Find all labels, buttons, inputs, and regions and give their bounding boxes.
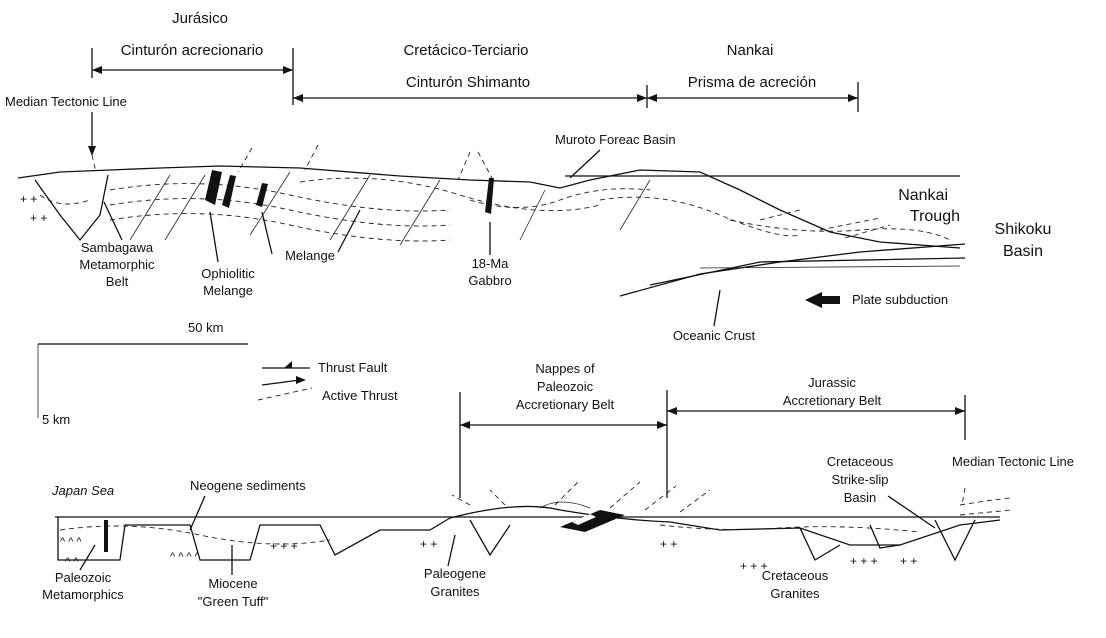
- svg-text:^ ^ ^ ^: ^ ^ ^ ^: [170, 551, 201, 563]
- label-melange: Melange: [285, 248, 335, 263]
- svg-text:^ ^: ^ ^: [65, 556, 79, 568]
- label-cretaceous-basin-3: Basin: [844, 490, 877, 505]
- label-paleogene-1: Paleogene: [424, 566, 486, 581]
- svg-text:+ +: + +: [420, 537, 437, 551]
- label-sambagawa-2: Metamorphic: [79, 257, 155, 272]
- header-cinturon-acrecionario: Cinturón acrecionario: [121, 42, 264, 59]
- label-active-thrust: Active Thrust: [322, 388, 398, 403]
- label-miocene-2: "Green Tuff": [198, 594, 269, 609]
- label-ophiolitic-1: Ophiolitic: [201, 266, 255, 281]
- label-muroto-forearc: Muroto Foreac Basin: [555, 132, 676, 147]
- label-jurassic-1: Jurassic: [808, 375, 856, 390]
- scale-bar: [38, 344, 248, 418]
- label-nankai-trough-2: Trough: [910, 208, 960, 225]
- label-nappes-1: Nappes of: [535, 361, 595, 376]
- svg-text:+ +: + +: [30, 211, 47, 225]
- label-japan-sea: Japan Sea: [51, 483, 114, 498]
- label-nappes-3: Accretionary Belt: [516, 397, 615, 412]
- label-cretaceous-basin-2: Strike-slip: [831, 472, 888, 487]
- header-nankai: Nankai: [727, 42, 774, 59]
- label-neogene-sediments: Neogene sediments: [190, 478, 306, 493]
- label-shikoku-2: Basin: [1003, 243, 1043, 260]
- label-median-tectonic-line-upper: Median Tectonic Line: [5, 94, 127, 109]
- label-miocene-1: Miocene: [208, 576, 257, 591]
- label-sambagawa-3: Belt: [106, 274, 129, 289]
- svg-text:+ +: + +: [660, 537, 677, 551]
- label-nappes-2: Paleozoic: [537, 379, 594, 394]
- svg-text:+ + +: + + +: [850, 554, 878, 568]
- svg-text:+ + +: + + +: [270, 539, 298, 553]
- header-cinturon-shimanto: Cinturón Shimanto: [406, 74, 530, 91]
- header-jurasico: Jurásico: [172, 10, 228, 27]
- label-scale-5km: 5 km: [42, 412, 70, 427]
- label-cretaceous-granites-2: Granites: [770, 586, 820, 601]
- header-prisma: Prisma de acreción: [688, 74, 816, 91]
- label-sambagawa-1: Sambagawa: [81, 240, 154, 255]
- svg-text:+ +: + +: [20, 192, 37, 206]
- label-gabbro-1: 18-Ma: [472, 256, 510, 271]
- plate-subduction-arrow-icon: [805, 292, 840, 308]
- label-cretaceous-basin-1: Cretaceous: [827, 454, 894, 469]
- label-paleozoic-2: Metamorphics: [42, 587, 124, 602]
- label-nankai-trough-1: Nankai: [898, 187, 948, 204]
- svg-text:+ +: + +: [900, 554, 917, 568]
- label-paleozoic-1: Paleozoic: [55, 570, 112, 585]
- legend-thrust-fault-icon: [262, 361, 310, 368]
- label-jurassic-2: Accretionary Belt: [783, 393, 882, 408]
- header-cretacico-terciario: Cretácico-Terciario: [403, 42, 528, 59]
- label-paleogene-2: Granites: [430, 584, 480, 599]
- label-oceanic-crust: Oceanic Crust: [673, 328, 756, 343]
- legend-active-thrust-icon: [258, 376, 312, 400]
- label-ophiolitic-2: Melange: [203, 283, 253, 298]
- label-scale-50km: 50 km: [188, 320, 223, 335]
- label-shikoku-1: Shikoku: [995, 221, 1052, 238]
- label-cretaceous-granites-1: Cretaceous: [762, 568, 829, 583]
- label-plate-subduction: Plate subduction: [852, 292, 948, 307]
- label-median-tectonic-line-lower: Median Tectonic Line: [952, 454, 1074, 469]
- label-gabbro-2: Gabbro: [468, 273, 511, 288]
- label-thrust-fault: Thrust Fault: [318, 360, 388, 375]
- svg-text:^ ^ ^: ^ ^ ^: [60, 536, 82, 548]
